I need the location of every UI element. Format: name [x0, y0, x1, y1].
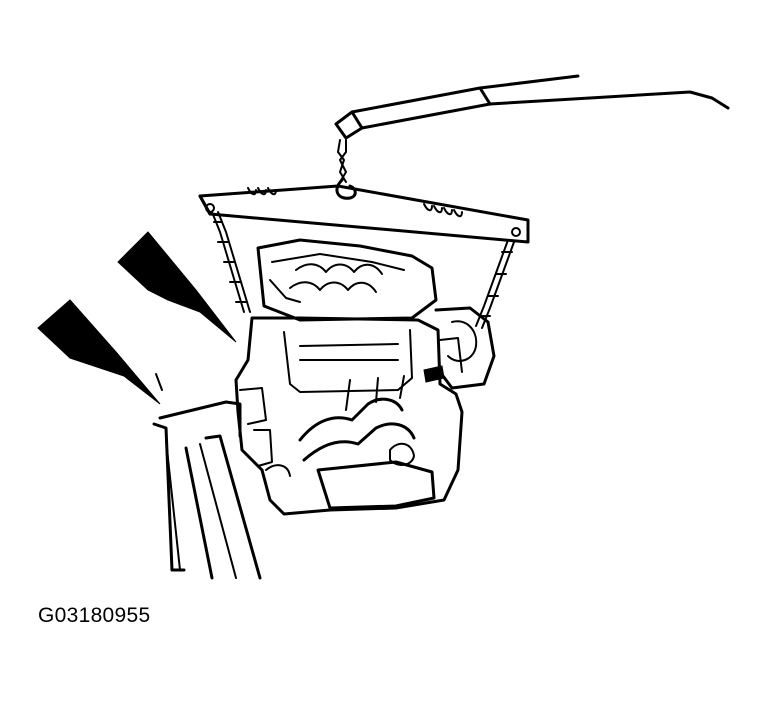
lift-chain-right: [475, 239, 515, 329]
indicator-mark: [155, 373, 163, 391]
arrow-upper: [117, 231, 237, 343]
engine-assembly: [234, 238, 496, 516]
arrow-lower: [37, 299, 161, 405]
figure-code: G03180955: [38, 604, 151, 627]
support-stand: [152, 400, 262, 580]
lift-chain-left: [211, 211, 251, 313]
lift-chain: [337, 139, 347, 183]
lift-beam: [198, 184, 530, 244]
hoist-boom: [334, 74, 730, 140]
